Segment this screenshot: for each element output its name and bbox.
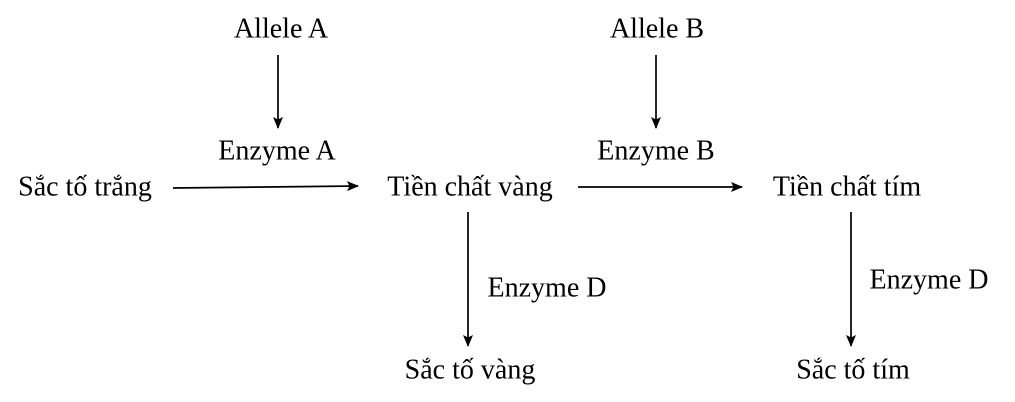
edge-label-enzyme-a: Enzyme A	[218, 135, 336, 167]
node-allele-b: Allele B	[609, 13, 705, 45]
arrow-white-pigment-to-yellow-precursor	[172, 181, 359, 192]
edge-label-enzyme-d-right: Enzyme D	[869, 264, 989, 296]
node-yellow-precursor: Tiền chất vàng	[387, 171, 553, 203]
node-white-pigment: Sắc tố trắng	[18, 171, 152, 203]
edge-label-enzyme-b: Enzyme B	[597, 135, 715, 167]
node-purple-precursor: Tiền chất tím	[772, 171, 922, 203]
edge-label-enzyme-d-left: Enzyme D	[487, 272, 607, 304]
node-allele-a: Allele A	[233, 13, 329, 45]
node-yellow-pigment: Sắc tố vàng	[404, 354, 536, 386]
node-purple-pigment: Sắc tố tím	[796, 354, 910, 386]
